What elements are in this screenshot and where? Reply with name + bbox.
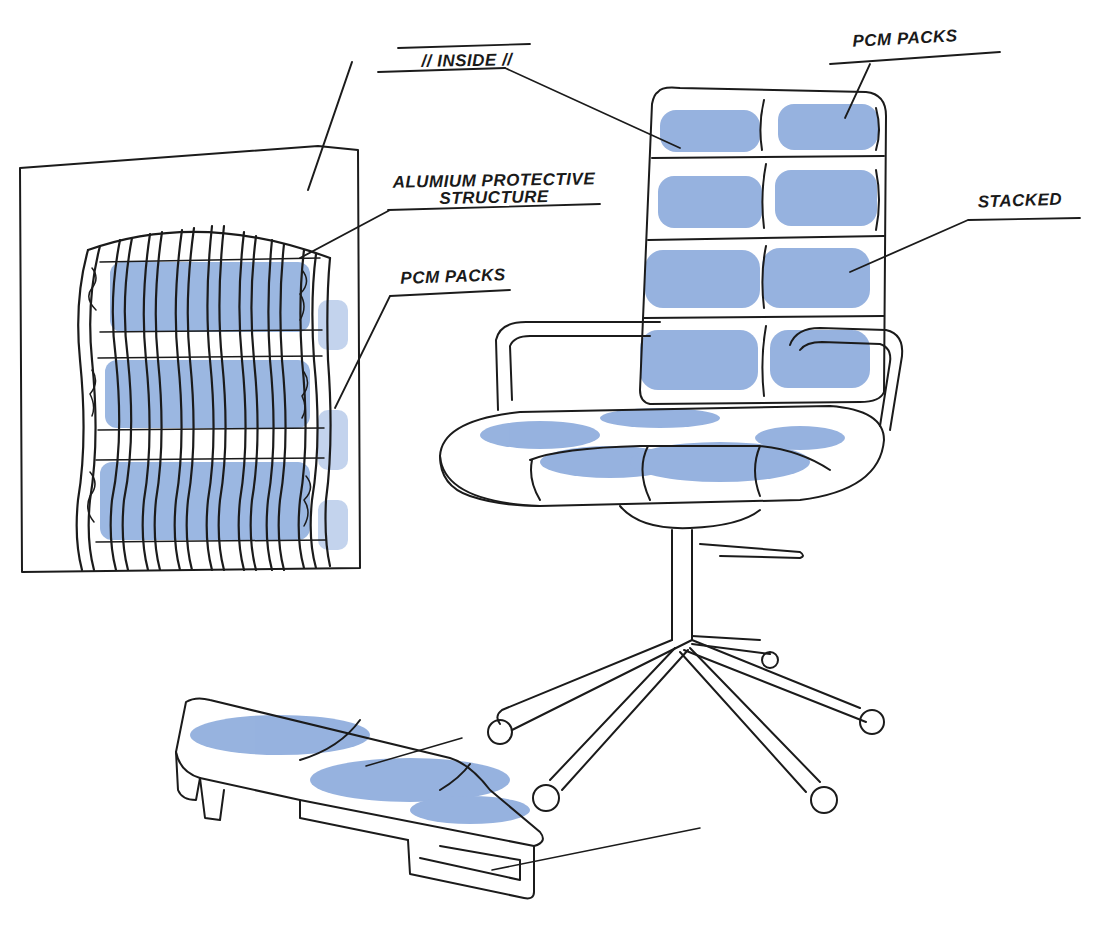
chair-back-pcm-packs: [645, 250, 760, 308]
chair-base: [700, 544, 803, 558]
leader-line: [300, 204, 600, 258]
aluminium-structure: [123, 238, 132, 570]
part-label: PCM PACKS: [388, 266, 519, 288]
chair-base: [550, 648, 688, 790]
part-label: PCM PACKS: [820, 26, 991, 52]
floor-line: [366, 738, 700, 870]
chair-back-pcm-packs: [775, 170, 877, 226]
aluminium-structure: [326, 258, 331, 566]
chair-base: [811, 787, 837, 813]
arm-rests: [510, 336, 650, 400]
part-label: // INSIDE //: [392, 51, 542, 71]
chair-base: [684, 640, 866, 722]
inset-pcm-packs: [318, 500, 348, 550]
seat: [440, 406, 884, 506]
aluminium-structure: [175, 230, 182, 570]
aluminium-structure: [311, 254, 318, 568]
aluminium-structure: [155, 232, 162, 570]
inset-pcm-packs: [318, 300, 348, 350]
footrest: [300, 720, 470, 790]
arm-rests: [790, 328, 902, 430]
footrest: [176, 698, 543, 898]
aluminium-structure: [239, 232, 246, 570]
chair-back: [760, 100, 766, 396]
aluminium-structure: [279, 244, 286, 570]
chair-back: [640, 88, 886, 405]
chair-base: [497, 640, 692, 730]
seat-pcm-packs: [480, 421, 600, 449]
arm-rests: [496, 322, 660, 410]
chair-base: [680, 648, 820, 792]
aluminium-structure: [187, 228, 194, 570]
chair-back: [876, 108, 879, 230]
chair-back-pcm-packs: [640, 330, 758, 390]
aluminium-structure: [89, 246, 100, 570]
aluminium-structure: [267, 240, 274, 570]
chair-back-pcm-packs: [762, 248, 870, 308]
inset-pcm-packs: [318, 410, 348, 470]
chair-base: [488, 720, 512, 744]
leader-line: [300, 44, 1080, 408]
leader-line: [505, 68, 680, 148]
aluminium-structure: [77, 226, 331, 570]
floor-line: [492, 828, 700, 870]
seat: [440, 456, 540, 506]
footrest: [176, 752, 200, 800]
aluminium-structure: [143, 234, 150, 570]
chair-base: [488, 506, 884, 813]
chair-base: [860, 710, 884, 734]
footrest: [408, 840, 534, 898]
arm-rests: [800, 342, 890, 426]
seat: [440, 406, 884, 506]
aluminium-structure: [219, 226, 226, 570]
chair-base: [692, 636, 770, 654]
chair-back-pcm-packs: [778, 104, 878, 150]
inset-panel: [308, 62, 352, 190]
leader-line: [335, 290, 510, 408]
footrest-pcm-packs: [190, 715, 370, 755]
leader-line: [830, 52, 1000, 118]
aluminium-structure: [251, 236, 258, 570]
part-label: STACKED: [960, 190, 1081, 211]
chair-back-pcm-packs: [658, 176, 762, 228]
inset-panel: [20, 146, 360, 572]
footrest-pcm-packs: [310, 758, 510, 802]
aluminium-structure: [299, 250, 306, 568]
chair-base: [762, 652, 778, 668]
chair-base: [533, 785, 559, 811]
chair-back: [640, 88, 886, 405]
aluminium-structure: [88, 232, 330, 258]
footrest: [420, 846, 520, 880]
seat: [530, 446, 830, 500]
sketch-stroke: [20, 44, 1080, 898]
chair-base: [620, 506, 760, 528]
footrest: [176, 698, 543, 846]
footrest-pcm-packs: [410, 796, 530, 824]
footrest: [200, 778, 224, 820]
aluminium-structure: [111, 240, 120, 570]
floor-line: [366, 738, 462, 766]
leader-line: [850, 218, 1080, 272]
inset-panel: [20, 62, 360, 572]
footrest: [300, 800, 408, 840]
arm-rests: [496, 322, 902, 430]
part-label: ALUMIUM PROTECTIVE STRUCTURE: [384, 170, 605, 208]
footrest-pcm-packs: [190, 715, 530, 824]
inset-pcm-packs: [105, 360, 310, 428]
chair-back-pcm-packs: [770, 330, 870, 388]
aluminium-structure: [207, 226, 214, 570]
aluminium-structure: [77, 250, 88, 570]
chair-base: [672, 530, 692, 640]
